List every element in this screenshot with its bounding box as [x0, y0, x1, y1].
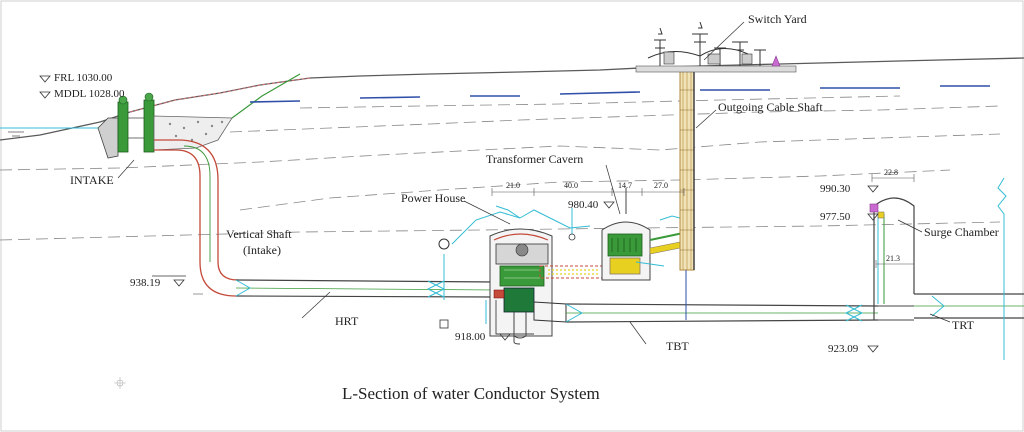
access-tunnels	[443, 205, 689, 324]
crane-icon	[515, 243, 529, 257]
original-ground-line	[129, 77, 311, 113]
level-triangles	[39, 75, 879, 353]
vertical-shaft	[154, 139, 239, 297]
hrt-valve-symbol	[426, 280, 446, 298]
level-frl: FRL 1030.00	[54, 72, 113, 84]
concrete-hatching	[168, 120, 224, 142]
drainage-marker-icon	[439, 319, 449, 329]
ground-marker-icon	[771, 55, 781, 67]
label-vertical-shaft: Vertical Shaft	[226, 227, 292, 241]
adit-portal-icon	[438, 238, 450, 250]
level-shaft-bottom: 938.19	[130, 277, 161, 289]
hrt-transition-left	[235, 279, 252, 297]
level-mddl: MDDL 1028.00	[54, 88, 125, 100]
survey-mark-icon	[114, 377, 126, 389]
slope-line	[231, 73, 301, 119]
dim-27: 27.0	[654, 181, 668, 190]
level-ph-floor: 918.00	[455, 331, 486, 343]
power-house-cavern	[489, 228, 553, 339]
label-transformer-cavern: Transformer Cavern	[486, 152, 583, 166]
outgoing-cable-shaft	[679, 69, 695, 320]
intake-gate-right	[143, 99, 155, 153]
tbt-valve-symbol	[844, 304, 864, 322]
diagram-title: L-Section of water Conductor System	[342, 384, 600, 403]
transformer-cavern	[601, 188, 691, 281]
label-switch-yard: Switch Yard	[748, 12, 807, 26]
label-outgoing-cable-shaft: Outgoing Cable Shaft	[718, 100, 823, 114]
trt-tunnel	[878, 293, 1024, 321]
tbt-tunnel	[495, 300, 879, 345]
intake-gate-left	[117, 101, 129, 153]
level-transformer: 980.40	[568, 199, 599, 211]
label-surge-chamber: Surge Chamber	[924, 225, 999, 239]
dim-14-7: 14.7	[618, 181, 632, 190]
break-line	[997, 177, 1007, 360]
level-surge-top: 990.30	[820, 183, 851, 195]
hrt-tunnel	[235, 279, 497, 298]
dim-surge-width: 22.8	[884, 168, 898, 177]
trt-transition	[931, 295, 945, 317]
label-vertical-shaft-sub: (Intake)	[243, 243, 281, 257]
level-surge-mid: 977.50	[820, 211, 851, 223]
geological-strata	[0, 95, 1001, 241]
dim-21: 21.0	[506, 181, 520, 190]
leader-lines	[117, 21, 951, 345]
surge-chamber	[869, 197, 915, 320]
transformer-unit	[607, 233, 643, 257]
label-intake: INTAKE	[70, 173, 114, 187]
dim-surge-inner: 21.3	[886, 254, 900, 263]
intake-structure	[97, 92, 233, 159]
label-trt: TRT	[952, 318, 975, 332]
adit-marker-icon	[568, 233, 576, 241]
dim-40: 40.0	[564, 181, 578, 190]
water-symbol	[8, 131, 24, 137]
intake-concrete-block	[153, 115, 233, 151]
switch-yard	[635, 21, 797, 73]
water-table-lines	[249, 85, 990, 103]
spiral-casing	[503, 287, 535, 313]
turbine-unit	[499, 265, 545, 287]
label-hrt: HRT	[335, 314, 359, 328]
label-tbt: TBT	[666, 339, 689, 353]
transformer-base	[609, 257, 641, 275]
surge-gate-icon	[869, 203, 879, 213]
level-trt-invert: 923.09	[828, 343, 859, 355]
dimension-lines	[193, 174, 915, 295]
label-power-house: Power House	[401, 191, 465, 205]
